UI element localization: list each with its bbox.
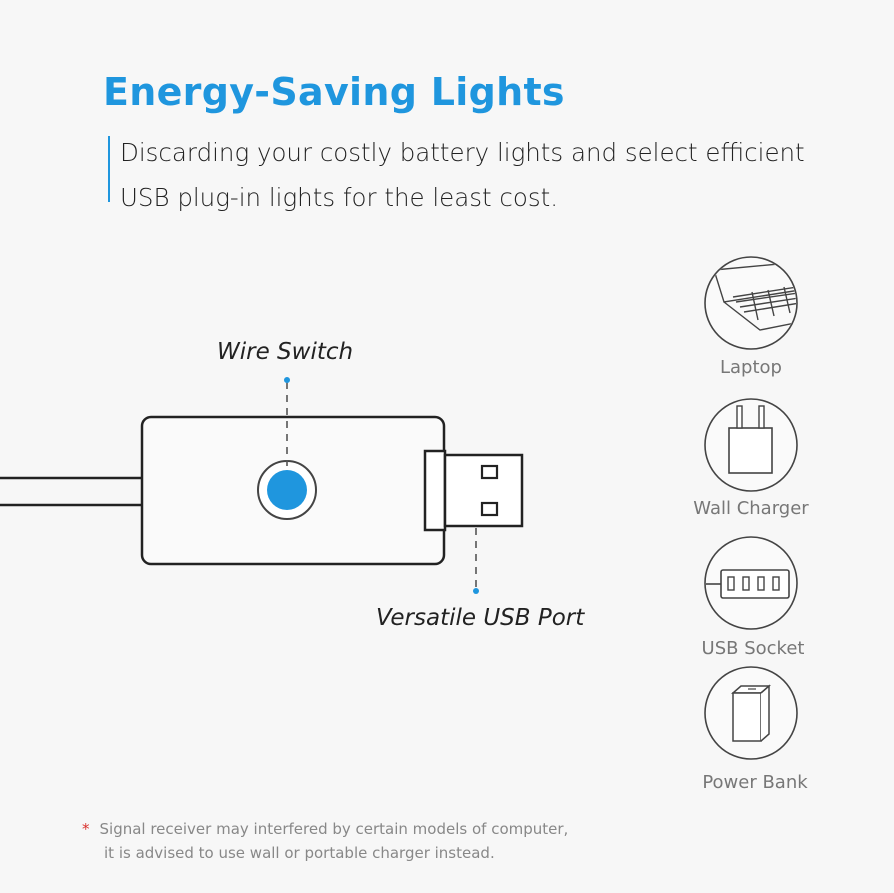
switch-button	[267, 470, 307, 510]
power-bank-icon	[704, 666, 798, 760]
cable	[0, 476, 143, 507]
laptop-icon	[704, 256, 798, 350]
wire-switch-label: Wire Switch	[217, 339, 354, 365]
footnote: * Signal receiver may interfered by certa…	[82, 817, 568, 865]
footnote-line-2: it is advised to use wall or portable ch…	[104, 844, 495, 862]
usb-collar	[423, 449, 447, 532]
subtitle-line-2: USB plug-in lights for the least cost.	[120, 183, 559, 212]
device-label-power-bank: Power Bank	[702, 772, 808, 793]
footnote-marker: *	[82, 820, 90, 838]
device-label-wall-charger: Wall Charger	[693, 498, 809, 519]
usb-contact-top	[480, 464, 499, 480]
usb-contact-bottom	[480, 501, 499, 517]
usb-port-label: Versatile USB Port	[376, 605, 585, 631]
page-title: Energy-Saving Lights	[103, 70, 565, 114]
device-label-usb-socket: USB Socket	[701, 638, 805, 659]
usb-socket-icon	[704, 536, 798, 630]
footnote-line-1: Signal receiver may interfered by certai…	[99, 820, 569, 838]
subtitle: Discarding your costly battery lights an…	[120, 130, 805, 220]
usb-leader-dot	[473, 588, 479, 594]
accent-bar	[108, 136, 110, 202]
switch-leader-dot	[284, 377, 290, 383]
wall-charger-icon	[704, 398, 798, 492]
device-label-laptop: Laptop	[720, 357, 782, 378]
subtitle-line-1: Discarding your costly battery lights an…	[120, 138, 805, 167]
